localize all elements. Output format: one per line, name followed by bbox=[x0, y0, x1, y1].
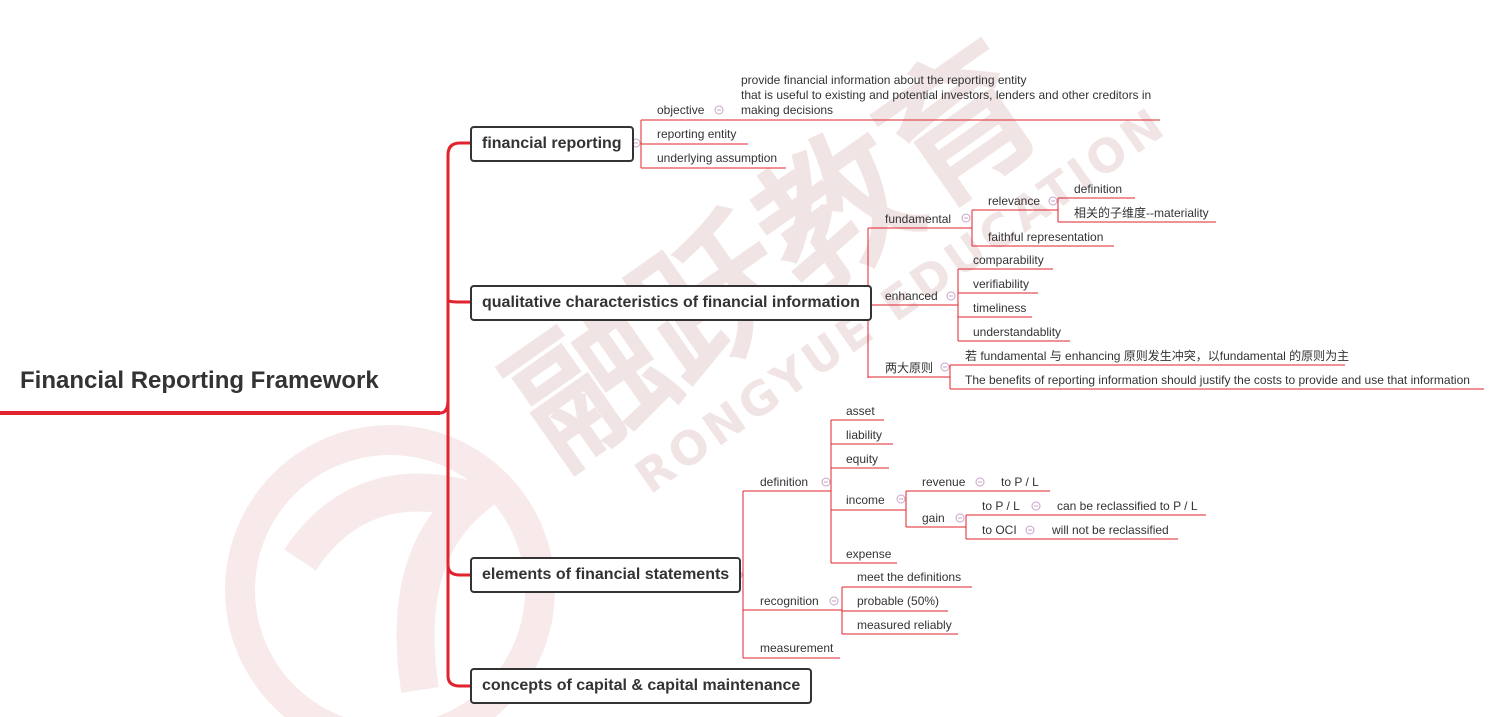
node-definition[interactable]: definition bbox=[760, 475, 809, 489]
node-underlying-assumption[interactable]: underlying assumption bbox=[657, 151, 778, 165]
node-gain-to-oci-note[interactable]: will not be reclassified bbox=[1052, 523, 1169, 537]
node-relevance-definition[interactable]: definition bbox=[1074, 182, 1123, 196]
topic-financial-reporting[interactable]: financial reporting bbox=[470, 126, 634, 162]
node-reporting-entity[interactable]: reporting entity bbox=[657, 127, 737, 141]
node-revenue[interactable]: revenue bbox=[922, 475, 966, 489]
node-asset[interactable]: asset bbox=[846, 404, 875, 418]
node-relevance[interactable]: relevance bbox=[988, 194, 1041, 208]
node-objective[interactable]: objective bbox=[657, 103, 705, 117]
node-faithful-representation[interactable]: faithful representation bbox=[988, 230, 1104, 244]
node-fundamental[interactable]: fundamental bbox=[885, 212, 952, 226]
node-principle-2[interactable]: The benefits of reporting information sh… bbox=[965, 373, 1470, 387]
node-gain-to-pl-note[interactable]: can be reclassified to P / L bbox=[1057, 499, 1198, 513]
node-income[interactable]: income bbox=[846, 493, 885, 507]
node-recognition[interactable]: recognition bbox=[760, 594, 819, 608]
node-measured-reliably[interactable]: measured reliably bbox=[857, 618, 952, 632]
node-understandability[interactable]: understandablity bbox=[973, 325, 1062, 339]
node-two-principles[interactable]: 两大原则 bbox=[885, 361, 934, 375]
node-gain[interactable]: gain bbox=[922, 511, 945, 525]
node-principle-1[interactable]: 若 fundamental 与 enhancing 原则发生冲突，以fundam… bbox=[965, 349, 1350, 363]
node-verifiability[interactable]: verifiability bbox=[973, 277, 1030, 291]
topic-qualitative-characteristics[interactable]: qualitative characteristics of financial… bbox=[470, 285, 872, 321]
node-comparability[interactable]: comparability bbox=[973, 253, 1044, 267]
node-revenue-to-pl[interactable]: to P / L bbox=[1001, 475, 1039, 489]
node-materiality[interactable]: 相关的子维度--materiality bbox=[1074, 206, 1209, 220]
node-gain-to-oci[interactable]: to OCI bbox=[982, 523, 1017, 537]
node-expense[interactable]: expense bbox=[846, 547, 892, 561]
node-measurement[interactable]: measurement bbox=[760, 641, 834, 655]
topic-elements-of-financial-statements[interactable]: elements of financial statements bbox=[470, 557, 742, 593]
node-timeliness[interactable]: timeliness bbox=[973, 301, 1027, 315]
node-meet-definitions[interactable]: meet the definitions bbox=[857, 570, 962, 584]
node-equity[interactable]: equity bbox=[846, 452, 879, 466]
root-topic[interactable]: Financial Reporting Framework bbox=[20, 367, 379, 394]
objective-detail-line-2: that is useful to existing and potential… bbox=[741, 88, 1152, 102]
node-probable[interactable]: probable (50%) bbox=[857, 594, 940, 608]
objective-detail-line-1: provide financial information about the … bbox=[741, 73, 1027, 87]
node-gain-to-pl[interactable]: to P / L bbox=[982, 499, 1020, 513]
node-objective-detail[interactable]: provide financial information about the … bbox=[741, 73, 1151, 118]
objective-detail-line-3: making decisions bbox=[741, 103, 834, 117]
topic-capital-maintenance[interactable]: concepts of capital & capital maintenanc… bbox=[470, 668, 813, 704]
node-enhanced[interactable]: enhanced bbox=[885, 289, 938, 303]
node-liability[interactable]: liability bbox=[846, 428, 883, 442]
